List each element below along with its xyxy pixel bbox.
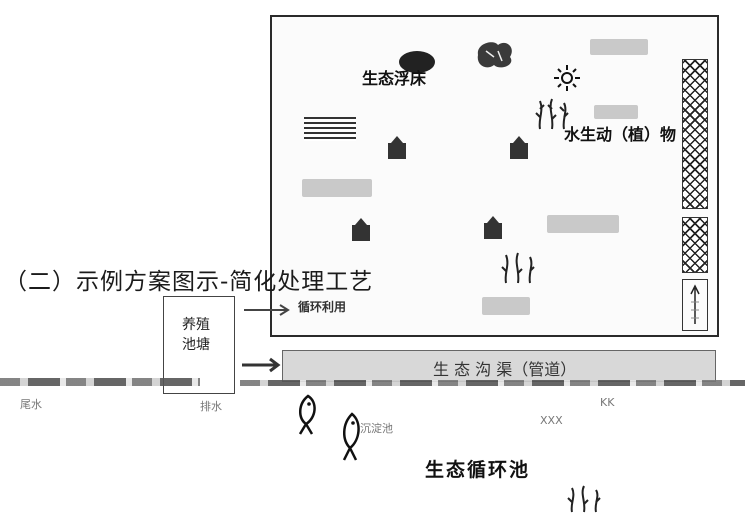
aquatic-plant-icon: [535, 98, 569, 130]
aquatic-label: 水生动（植）物: [564, 125, 677, 144]
faint-text: 排水: [200, 400, 222, 413]
floating-bed-label: 生态浮床: [362, 69, 427, 88]
faint-text: XXX: [540, 414, 563, 427]
aquaculture-tail-label: 养殖池塘: [182, 317, 210, 353]
aerator-icon: [352, 218, 370, 241]
section-heading: （二）示例方案图示-简化处理工艺: [4, 269, 374, 295]
ecological-channel: 生 态 沟 渠（管道）: [282, 350, 716, 382]
filter-mesh-column: [682, 59, 708, 209]
filter-mesh-column: [682, 217, 708, 273]
faint-text-row: 尾水 排水 沉淀池 KK XXX: [0, 390, 745, 435]
cycle-pool-label: 生态循环池: [425, 459, 531, 481]
pond-enclosure: 生态浮床 水生动（植）物: [270, 15, 719, 337]
aquaculture-tail-box: 养殖池塘: [163, 296, 235, 394]
faint-text: KK: [600, 396, 615, 409]
media-block: [482, 297, 530, 315]
fish-icon: [342, 412, 360, 461]
outlet-cage: [682, 279, 708, 331]
filter-layer-block: [304, 117, 356, 141]
media-block: [547, 215, 619, 233]
recycle-arrow-icon: [244, 304, 290, 316]
scan-noise: [240, 380, 745, 386]
media-block: [594, 105, 638, 119]
sun-icon: [554, 65, 580, 91]
scan-noise: [0, 378, 200, 386]
recycle-label: 循环利用: [298, 300, 347, 314]
inflow-arrow-icon: [242, 357, 281, 373]
faint-text: 尾水: [20, 398, 42, 411]
media-block: [590, 39, 648, 55]
faint-text: 沉淀池: [360, 422, 393, 435]
fish-icon: [298, 394, 316, 435]
aquatic-plant-icon: [501, 252, 535, 284]
floating-bed-blob-left: [399, 51, 435, 73]
channel-label: 生 态 沟 渠（管道）: [433, 360, 577, 379]
aquatic-plant-icon: [567, 485, 601, 513]
aerator-icon: [510, 136, 528, 159]
floating-bed-blob-right: [477, 42, 512, 68]
aerator-icon: [388, 136, 406, 159]
media-block: [302, 179, 372, 197]
aerator-icon: [484, 216, 502, 239]
